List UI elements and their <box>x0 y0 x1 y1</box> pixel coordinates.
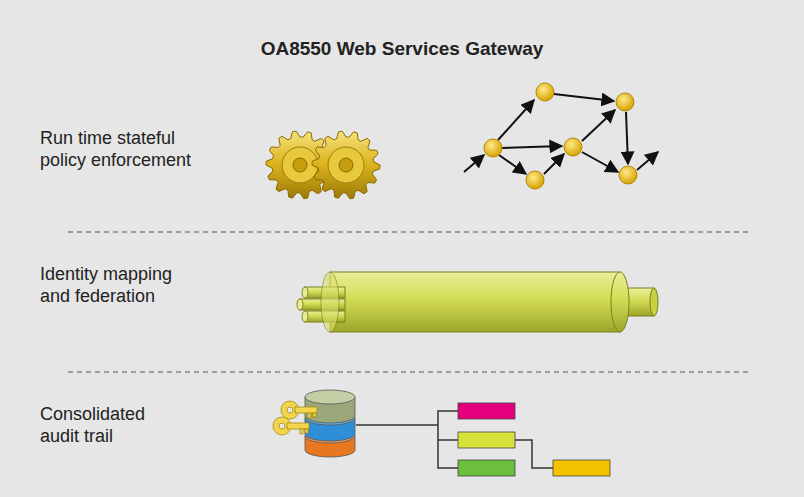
row-label: Identity mapping and federation <box>40 264 190 307</box>
state-graph-icon <box>464 83 658 189</box>
gear-axle <box>293 158 307 172</box>
diagram-title: OA8550 Web Services Gateway <box>261 38 544 60</box>
gear <box>312 131 380 199</box>
pipe-icon <box>297 272 658 332</box>
gear-axle <box>339 158 353 172</box>
gear-hub <box>328 147 364 183</box>
audit-icon <box>273 390 610 476</box>
divider-line <box>68 372 752 373</box>
row-label: Run time stateful policy enforcement <box>40 128 220 171</box>
row-label: Consolidated audit trail <box>40 404 170 447</box>
divider-line <box>68 232 752 233</box>
gears-icon <box>266 131 380 199</box>
